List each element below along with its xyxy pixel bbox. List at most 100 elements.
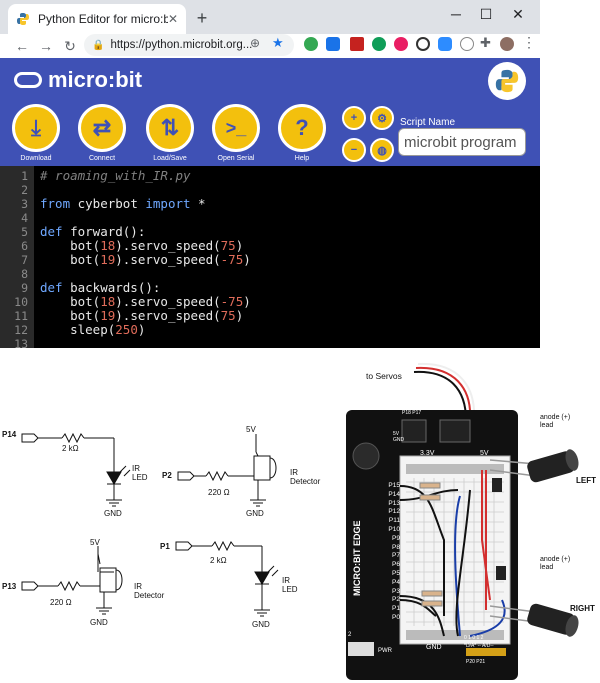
- extension-icon[interactable]: [304, 37, 318, 51]
- schematic-diagram: [21, 432, 279, 617]
- code-line: bot(18).servo_speed(-75): [40, 294, 251, 309]
- connect-label: Connect: [88, 155, 116, 162]
- download-button[interactable]: ⤓: [12, 104, 60, 152]
- extension-icon[interactable]: [394, 37, 408, 51]
- connect-button[interactable]: ⇄: [78, 104, 126, 152]
- line-number: 3: [21, 197, 28, 211]
- forward-icon[interactable]: →: [39, 38, 53, 54]
- p14-label: P14: [2, 430, 17, 439]
- download-label: Download: [20, 155, 52, 162]
- bookmark-star-icon[interactable]: ★: [272, 35, 284, 50]
- code-editor[interactable]: [0, 166, 540, 348]
- script-name-label: Script Name: [400, 117, 456, 128]
- 3v3-label: 3.3V: [420, 450, 435, 457]
- breadboard-diagram: [346, 362, 579, 680]
- minimize-icon[interactable]: ─: [451, 6, 461, 22]
- gnd-label: GND: [426, 644, 442, 651]
- one-two-label: 1 2: [343, 632, 352, 638]
- to-servos-label: to Servos: [366, 371, 402, 381]
- microbit-logo-icon: [14, 72, 42, 88]
- pin-label: P0: [392, 613, 400, 621]
- header-label: P18 P17: [402, 410, 422, 416]
- language-button[interactable]: ◍: [370, 138, 394, 162]
- terminal-icon: >_: [225, 117, 247, 138]
- new-tab-icon[interactable]: +: [196, 8, 208, 28]
- extension-icon[interactable]: [372, 37, 386, 51]
- load-save-icon: ⇅: [160, 115, 180, 140]
- gear-icon: ⚙: [377, 112, 387, 125]
- line-number: 9: [21, 281, 28, 295]
- extension-icon[interactable]: [460, 37, 474, 51]
- browser-tab[interactable]: Python Editor for micro:bit ✕: [8, 4, 186, 34]
- address-bar[interactable]: 🔒 https://python.microbit.org...: [84, 34, 294, 56]
- line-number: 10: [14, 295, 28, 309]
- open-serial-button[interactable]: >_: [212, 104, 260, 152]
- zoom-in-icon: +: [350, 112, 358, 124]
- code-line: sleep(250): [40, 322, 146, 337]
- extension-icon[interactable]: [416, 37, 430, 51]
- url-text: https://python.microbit.org...: [110, 39, 253, 51]
- 5v-gnd-label: 5V GND: [393, 431, 405, 443]
- maximize-icon[interactable]: ☐: [479, 6, 493, 22]
- left-label: LEFT: [576, 476, 596, 485]
- extension-icon[interactable]: [350, 37, 364, 51]
- puzzle-icon[interactable]: ✚: [480, 35, 491, 50]
- zoom-icon[interactable]: ⊕: [250, 36, 261, 50]
- resistor-2k-label: 2 kΩ: [62, 444, 79, 453]
- resistor-220-label: 220 Ω: [50, 598, 72, 607]
- connect-icon: ⇄: [92, 115, 112, 140]
- gnd-label: GND: [252, 620, 270, 629]
- extension-icon[interactable]: [438, 37, 452, 51]
- pin-label: P2: [392, 596, 400, 604]
- pin-label: P13: [388, 499, 400, 507]
- 5v-label: 5V: [480, 450, 489, 457]
- board-text: MICRO:BIT EDGE: [352, 520, 362, 597]
- settings-button[interactable]: ⚙: [370, 106, 394, 130]
- tab-close-icon[interactable]: ✕: [167, 12, 178, 26]
- pin-label: P12: [388, 508, 400, 516]
- pin-label: P4: [392, 578, 400, 586]
- pin-label: P15: [388, 482, 400, 489]
- code-line: def backwards():: [40, 280, 161, 295]
- back-icon[interactable]: ←: [15, 38, 29, 54]
- python-favicon-icon: [17, 13, 29, 25]
- pin-label: P14: [388, 490, 400, 498]
- anode-label: anode (+) lead: [540, 556, 571, 572]
- load-save-button[interactable]: ⇅: [146, 104, 194, 152]
- zoom-out-button[interactable]: −: [342, 138, 366, 162]
- pwr-label: PWR: [378, 648, 392, 654]
- line-number: 11: [14, 309, 28, 323]
- gnd-label: GND: [246, 509, 264, 518]
- tab-title: Python Editor for micro:bit: [38, 12, 168, 26]
- pin-label: P3: [392, 587, 400, 595]
- editor-header: [0, 58, 540, 102]
- pin-label: P11: [388, 517, 400, 525]
- p1-label: P1: [160, 542, 170, 551]
- gnd-label: GND: [90, 618, 108, 627]
- line-number: 7: [21, 253, 28, 267]
- line-number: 12: [14, 323, 28, 337]
- avatar[interactable]: [500, 37, 514, 51]
- menu-icon[interactable]: ⋮: [522, 34, 536, 50]
- ir-detector-label: IR Detector: [134, 582, 165, 601]
- pin-label: P6: [392, 561, 400, 569]
- 5v-label: 5V: [90, 538, 100, 547]
- pin-label: P20 P21: [466, 659, 486, 665]
- pin-label: P8: [392, 543, 400, 551]
- line-number: 6: [21, 239, 28, 253]
- line-number: 2: [21, 183, 28, 197]
- reload-icon[interactable]: ↻: [64, 37, 76, 54]
- help-button[interactable]: ?: [278, 104, 326, 152]
- globe-icon: ◍: [377, 144, 387, 157]
- code-line: bot(18).servo_speed(75): [40, 238, 244, 253]
- close-icon[interactable]: ✕: [512, 6, 524, 22]
- lock-icon: 🔒: [92, 39, 105, 51]
- extension-icon[interactable]: [326, 37, 340, 51]
- zoom-in-button[interactable]: +: [342, 106, 366, 130]
- python-logo-icon: [488, 62, 526, 100]
- pin-label: P10: [388, 525, 400, 533]
- logo-text: micro:bit: [48, 67, 143, 92]
- p13-label: P13: [2, 582, 17, 591]
- help-icon: ?: [295, 115, 309, 140]
- script-name-input[interactable]: [398, 128, 526, 156]
